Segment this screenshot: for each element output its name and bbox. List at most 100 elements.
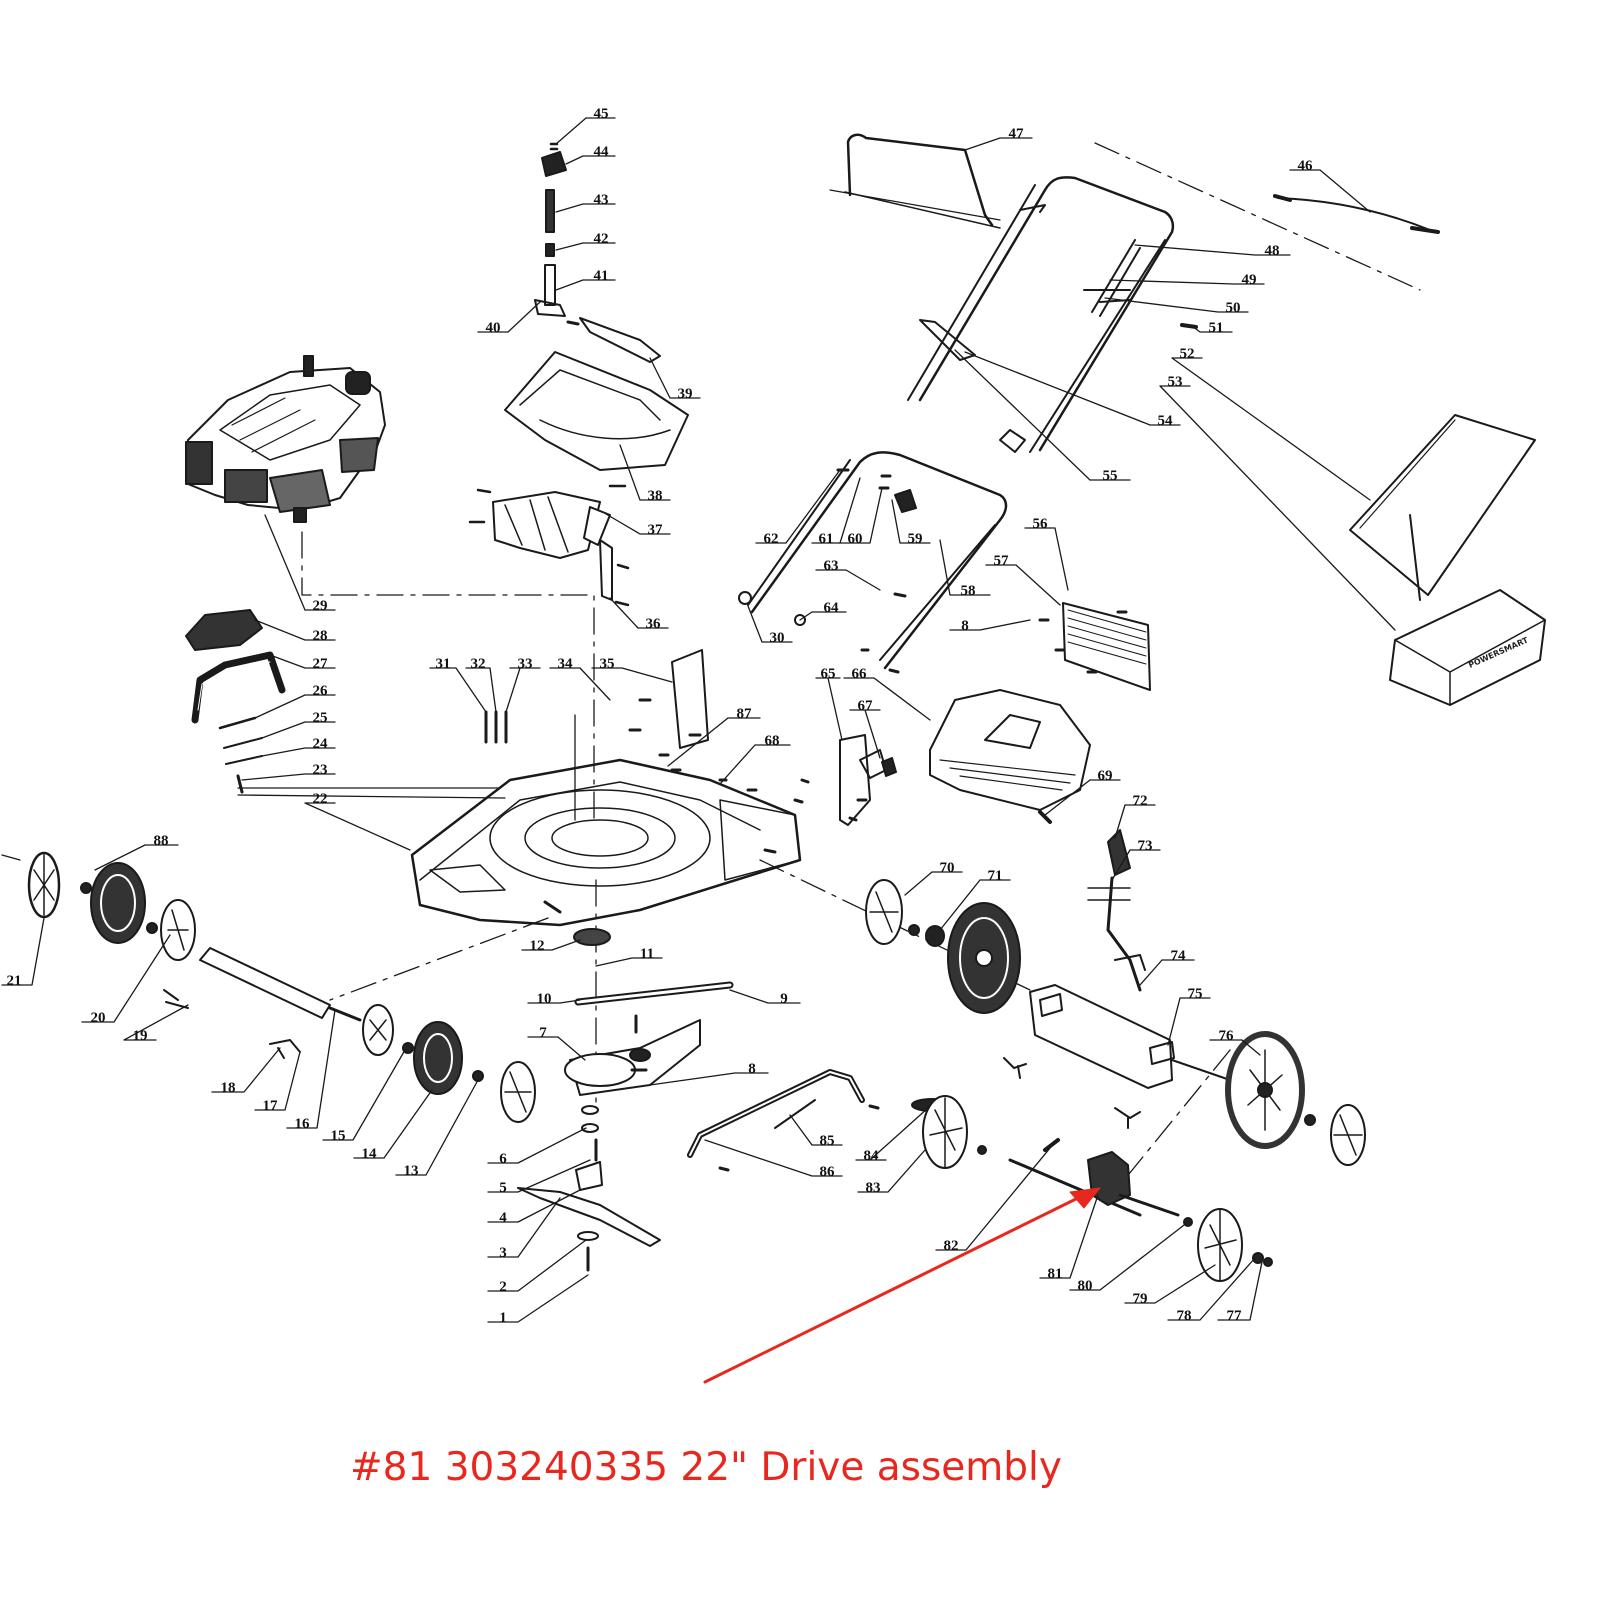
grille [1038,602,1151,691]
callout-42: 42 [594,231,609,247]
callout-71: 71 [988,868,1003,884]
callout-59: 59 [908,531,923,547]
callout-48: 48 [1265,243,1280,259]
callout-56: 56 [1033,516,1049,532]
callout-21: 21 [7,973,22,989]
callout-19: 19 [133,1028,148,1044]
callout-86: 86 [820,1164,836,1180]
callout-67: 67 [858,698,874,714]
callout-54: 54 [1158,413,1174,429]
callout-20: 20 [91,1010,106,1026]
front-right-wheel [362,1004,536,1123]
callout-83: 83 [866,1180,881,1196]
grass-bag: POWERSMART [1349,414,1546,706]
callout-31: 31 [436,656,451,672]
callout-25: 25 [313,710,328,726]
callout-3: 3 [499,1245,507,1261]
callout-58: 58 [961,583,976,599]
callout-62: 62 [764,531,779,547]
callout-32: 32 [471,656,486,672]
front-left-wheel [27,851,196,961]
rear-flap [929,689,1091,824]
rear-left-wheel [865,879,1021,1014]
callout-36: 36 [646,616,662,632]
drive-belt-assembly [517,928,734,1272]
callout-17: 17 [263,1098,279,1114]
callout-5: 5 [499,1180,507,1196]
callout-69: 69 [1098,768,1113,784]
lower-handle [738,451,1008,674]
callout-13: 13 [404,1163,419,1179]
callout-33: 33 [518,656,533,672]
callout-11: 11 [640,946,654,962]
callout-49: 49 [1242,272,1257,288]
callout-57: 57 [994,553,1010,569]
callout-81: 81 [1048,1266,1063,1282]
callout-29: 29 [313,598,328,614]
callout-82: 82 [944,1238,959,1254]
callout-77: 77 [1227,1308,1243,1324]
callout-4: 4 [499,1210,507,1226]
mower-deck [410,758,802,927]
callout-8-rear: 8 [961,618,969,634]
callout-14: 14 [362,1146,378,1162]
callout-51: 51 [1209,320,1224,336]
callout-50: 50 [1226,300,1241,316]
callout-7: 7 [539,1025,547,1041]
callout-87: 87 [737,706,753,722]
callout-38: 38 [648,488,663,504]
callout-68: 68 [765,733,780,749]
callout-12: 12 [530,938,545,954]
callout-22: 22 [313,791,328,807]
callout-73: 73 [1138,838,1153,854]
callout-43: 43 [594,192,609,208]
callout-88: 88 [154,833,169,849]
callout-10: 10 [537,991,552,1007]
callout-52: 52 [1180,346,1195,362]
callout-24: 24 [313,736,329,752]
callout-66: 66 [852,666,868,682]
part-caption: #81 303240335 22" Drive assembly [350,1445,1062,1490]
callout-labels: 45 44 43 42 41 40 39 38 37 36 29 28 27 2… [7,106,1314,1326]
callout-16: 16 [295,1116,311,1132]
callout-78: 78 [1177,1308,1192,1324]
leader-lines [1,117,1396,1323]
arrow-head [1069,1187,1101,1209]
control-cable [1273,194,1440,234]
callout-1: 1 [499,1310,507,1326]
callout-53: 53 [1168,374,1183,390]
callout-27: 27 [313,656,329,672]
callout-37: 37 [648,522,664,538]
callout-72: 72 [1133,793,1148,809]
callout-34: 34 [558,656,574,672]
callout-85: 85 [820,1133,835,1149]
callout-6: 6 [499,1151,507,1167]
chute-frame [492,491,601,559]
callout-65: 65 [821,666,836,682]
callout-39: 39 [678,386,693,402]
callout-76: 76 [1219,1028,1235,1044]
callout-79: 79 [1133,1291,1148,1307]
callout-30: 30 [770,630,785,646]
callout-23: 23 [313,762,328,778]
dashed-guide [1094,142,1421,291]
callout-80: 80 [1078,1278,1093,1294]
callout-61: 61 [819,531,834,547]
callout-18: 18 [221,1080,236,1096]
callout-26: 26 [313,683,329,699]
engine [185,355,386,523]
upper-handle [829,133,1175,453]
callout-75: 75 [1188,986,1203,1002]
callout-64: 64 [824,600,840,616]
callout-74: 74 [1171,948,1187,964]
callout-9: 9 [780,991,788,1007]
callout-44: 44 [594,144,610,160]
callout-63: 63 [824,558,839,574]
callout-8-front: 8 [748,1061,756,1077]
callout-84: 84 [864,1148,880,1164]
callout-40: 40 [486,320,501,336]
top-cover [504,351,689,471]
callout-28: 28 [313,628,328,644]
callout-70: 70 [940,860,955,876]
